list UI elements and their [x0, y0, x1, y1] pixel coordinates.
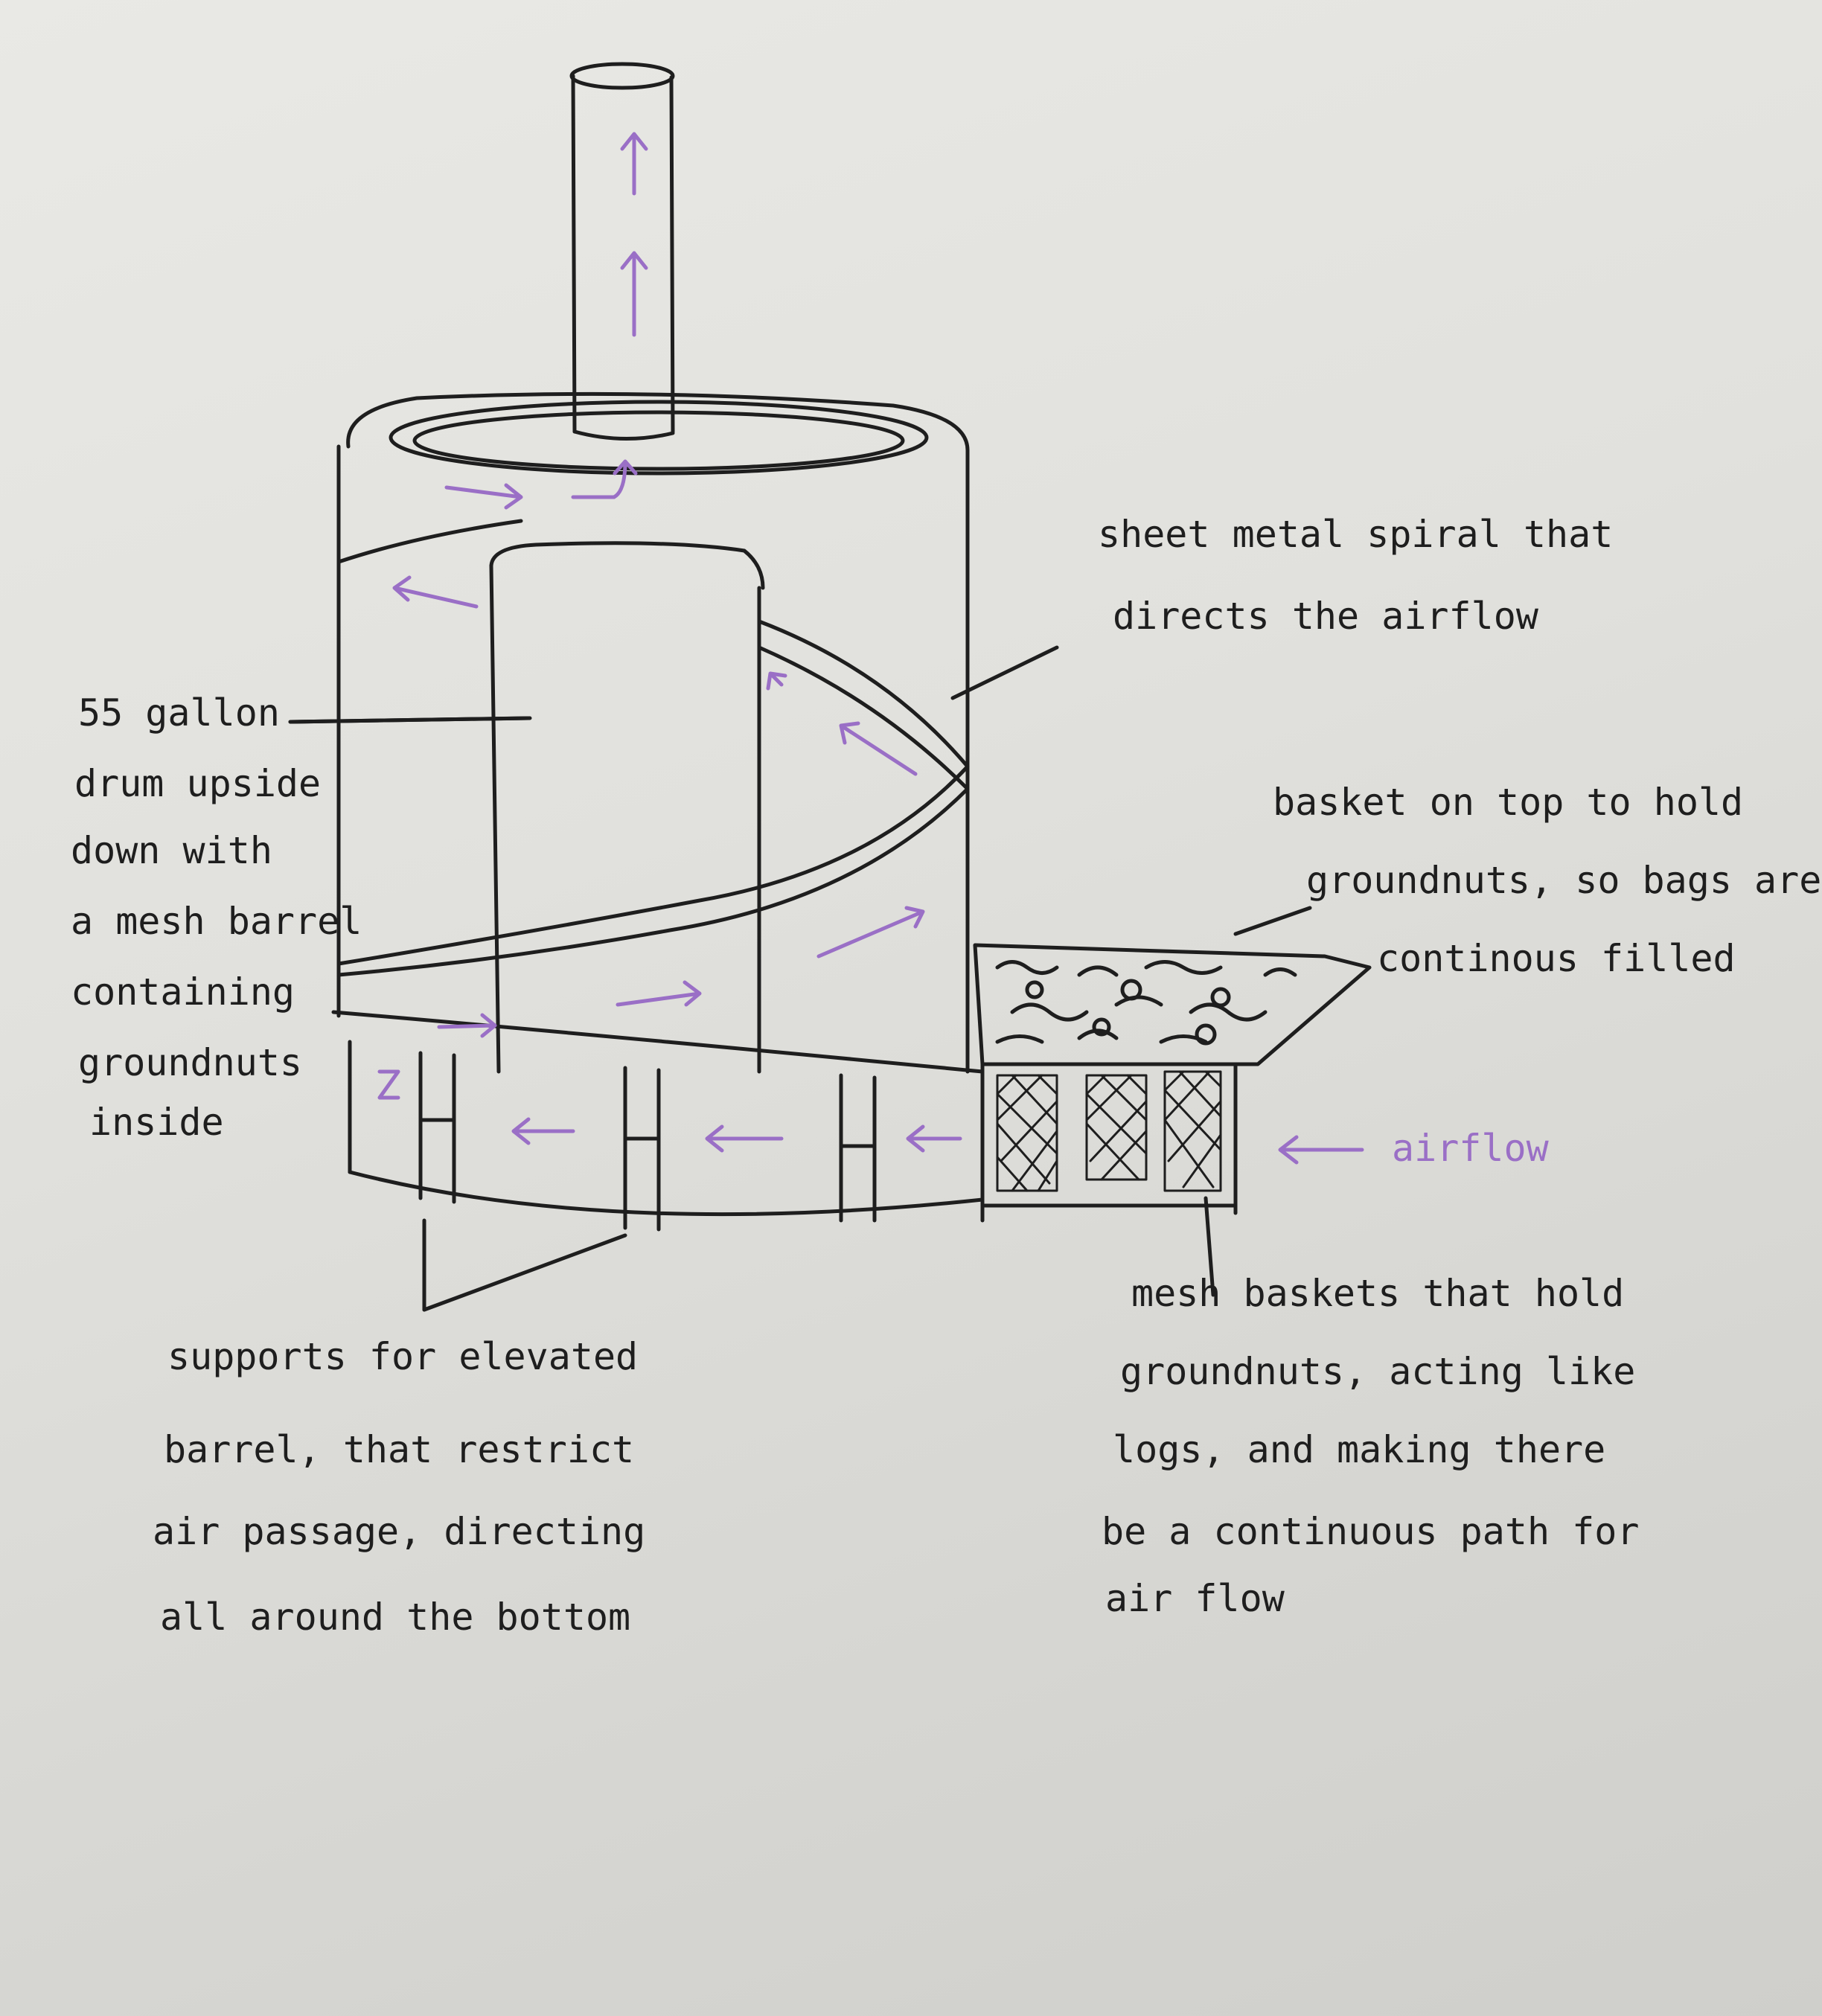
spiral-label: sheet metal spiral that directs the airf…: [1098, 513, 1635, 638]
inner-mesh-barrel: [290, 543, 763, 1072]
elevated-base: [333, 1012, 982, 1310]
chimney-pipe: [572, 64, 673, 439]
airflow-label: airflow: [1392, 1127, 1550, 1170]
sheet-metal-spiral: [339, 521, 1057, 975]
supports-label: supports for elevated barrel, that restr…: [153, 1335, 668, 1639]
mesh-baskets-label: mesh baskets that hold groundnuts, actin…: [1102, 1272, 1662, 1620]
mesh-baskets: [982, 1064, 1236, 1295]
airflow-arrows: [380, 134, 1362, 1162]
outer-barrel: [339, 394, 968, 1072]
basket-top-label: basket on top to hold groundnuts, so bag…: [1273, 781, 1822, 980]
groundnut-basket: [975, 908, 1369, 1064]
annotations: sheet metal spiral that directs the airf…: [71, 513, 1822, 1639]
